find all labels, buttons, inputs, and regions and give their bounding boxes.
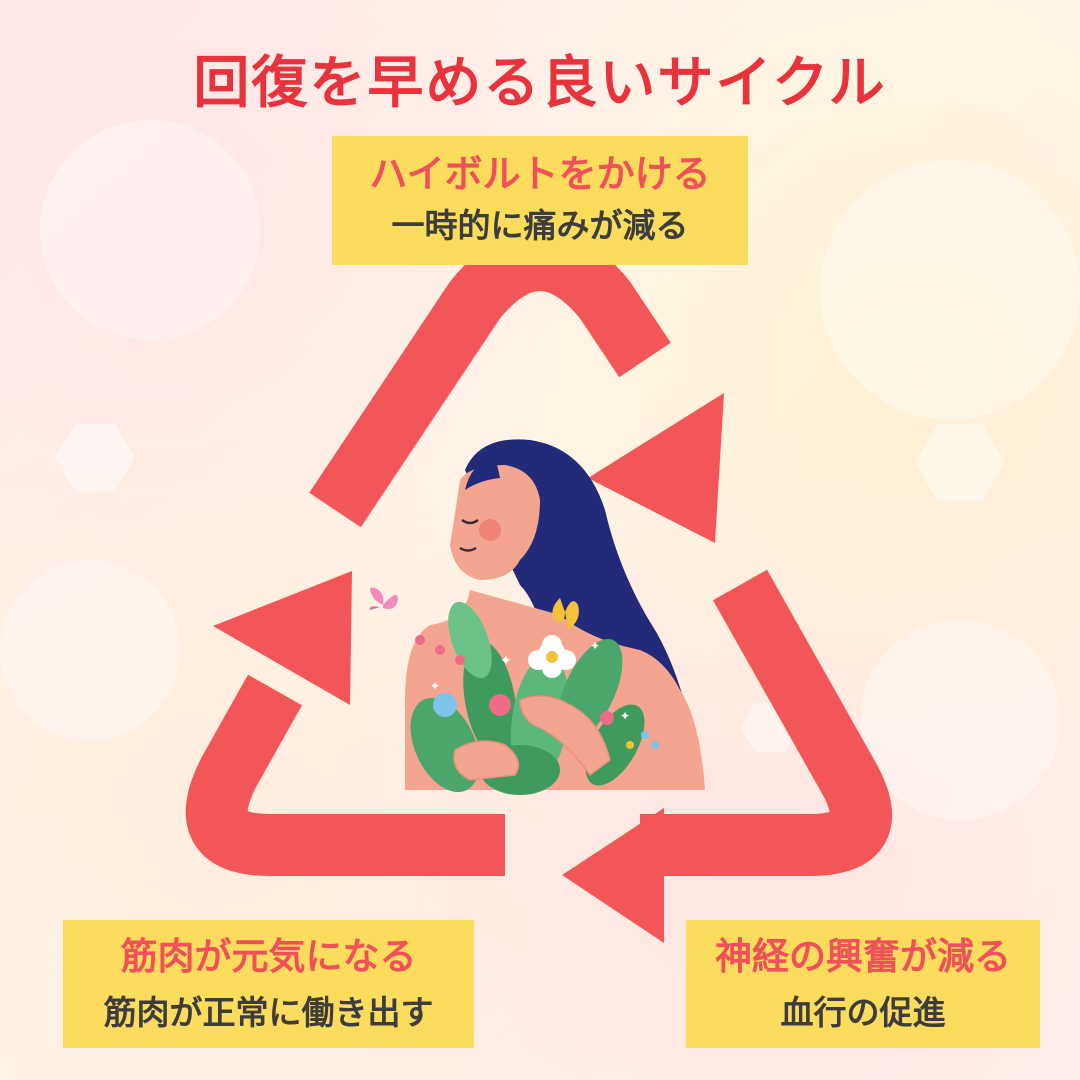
flower-icon [415,635,659,749]
butterfly-icon [552,598,579,630]
background-hexagon [55,423,135,492]
woman-illustration: ✦ ✦ ✦ ✦ [369,439,705,795]
step-heading: 筋肉が元気になる [120,935,417,978]
step-detail: 血行の促進 [780,993,946,1032]
cycle-arrow-left [185,571,505,876]
page-title: 回復を早める良いサイクル [193,51,887,116]
cycle-arrow-right [562,569,893,943]
step-box-top: ハイボルトをかける 一時的に痛みが減る [332,136,748,265]
step-heading: 神経の興奮が減る [715,935,1011,978]
butterfly-icon [369,587,398,610]
background-bokeh [860,620,1060,820]
background-bokeh [820,160,1080,420]
sparkle-icon: ✦ ✦ ✦ ✦ [430,639,630,723]
svg-text:✦: ✦ [590,639,600,653]
step-box-right: 神経の興奮が減る 血行の促進 [686,920,1040,1048]
background-bokeh [0,560,180,740]
background-bokeh [40,120,260,340]
background-hexagon [915,424,1005,501]
svg-text:✦: ✦ [500,653,512,669]
step-heading: ハイボルトをかける [369,152,711,196]
step-detail: 筋肉が正常に働き出す [103,993,434,1032]
svg-text:✦: ✦ [620,709,630,723]
step-box-left: 筋肉が元気になる 筋肉が正常に働き出す [63,920,474,1048]
svg-text:✦: ✦ [430,679,440,693]
step-detail: 一時的に痛みが減る [391,206,689,245]
